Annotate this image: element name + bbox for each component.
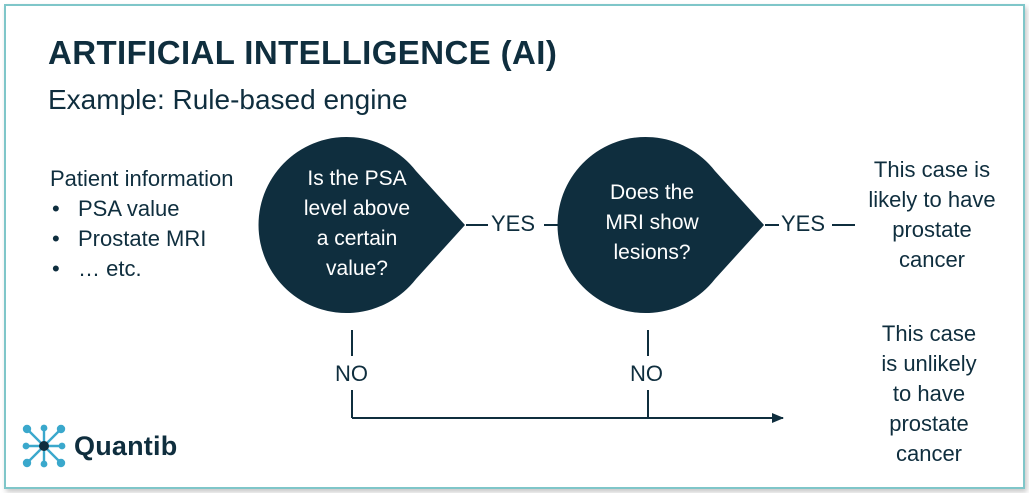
outcome-line: prostate <box>889 411 969 436</box>
quantib-logo-icon <box>22 424 66 468</box>
patient-info-item: Prostate MRI <box>50 224 233 254</box>
decision-node-mri-text: Does the MRI show lesions? <box>572 178 732 268</box>
quantib-logo-text: Quantib <box>74 430 178 461</box>
outcome-line: This case <box>881 321 977 346</box>
question-line: level above <box>303 197 411 220</box>
yes-label-1: YES <box>491 211 536 236</box>
page-subtitle: Example: Rule-based engine <box>48 84 408 115</box>
decision-node-psa <box>258 137 465 314</box>
yes-label-2: YES <box>781 211 826 236</box>
decision-node-psa-text: Is the PSA level above a certain value? <box>277 164 437 284</box>
patient-info-item: … etc. <box>50 254 233 284</box>
patient-info: Patient information PSA value Prostate M… <box>50 164 233 284</box>
question-line: value? <box>326 257 388 280</box>
decision-node-mri <box>557 136 764 313</box>
no-label-2: NO <box>630 361 663 386</box>
question-line: Does the <box>609 181 695 204</box>
outcome-line: to have <box>892 381 966 406</box>
outcome-line: This case is <box>873 157 991 182</box>
question-line: a certain <box>316 227 398 250</box>
page-title: ARTIFICIAL INTELLIGENCE (AI) <box>48 34 558 71</box>
question-line: lesions? <box>613 241 691 264</box>
patient-info-list: PSA value Prostate MRI … etc. <box>50 194 233 284</box>
quantib-logo: Quantib <box>22 424 177 468</box>
patient-info-item: PSA value <box>50 194 233 224</box>
outcome-line: cancer <box>898 247 966 272</box>
outcome-line: is unlikely <box>881 351 977 376</box>
outcome-likely: This case is likely to have prostate can… <box>856 155 1008 275</box>
outcome-line: prostate <box>892 217 972 242</box>
question-line: Is the PSA <box>307 167 407 190</box>
outcome-line: likely to have <box>868 187 996 212</box>
outcome-line: cancer <box>895 441 963 466</box>
question-line: MRI show <box>605 211 699 234</box>
no-label-1: NO <box>335 361 368 386</box>
patient-info-heading: Patient information <box>50 166 234 191</box>
outcome-unlikely: This case is unlikely to have prostate c… <box>859 319 999 469</box>
